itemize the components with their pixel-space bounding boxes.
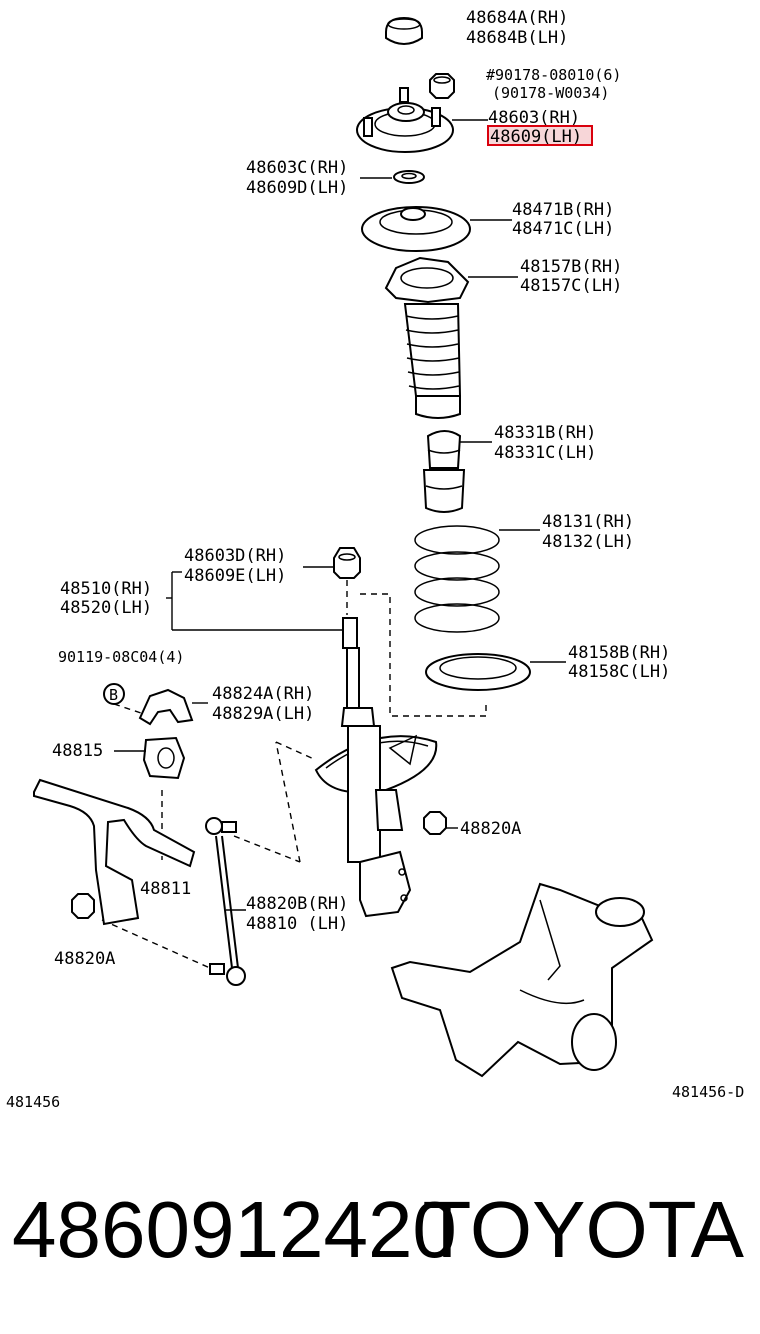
bolt-b-marker[interactable]: B [103, 683, 125, 705]
shock-absorber-part[interactable] [166, 571, 438, 918]
label-48829a: 48829A(LH) [212, 704, 314, 724]
bound-bumper-part[interactable] [422, 430, 492, 513]
label-48471b: 48471B(RH) [512, 200, 614, 220]
label-90178-08010: #90178-08010(6) [486, 66, 621, 84]
label-48820a-right: 48820A [460, 819, 521, 839]
label-48331b: 48331B(RH) [494, 423, 596, 443]
dust-cap-part[interactable] [385, 16, 423, 45]
label-48131: 48131(RH) [542, 512, 634, 532]
label-48158b: 48158B(RH) [568, 643, 670, 663]
label-48609e: 48609E(LH) [184, 566, 286, 586]
label-90119: 90119-08C04(4) [58, 648, 184, 666]
support-seat-part[interactable] [360, 170, 425, 184]
mount-nut-part[interactable] [429, 73, 455, 99]
label-48471c: 48471C(LH) [512, 219, 614, 239]
bumper-boot-part[interactable] [384, 256, 518, 419]
exploded-parts-diagram: B 48684A(RH) 48684B(LH) #90178-08010(6) … [6, 8, 744, 1111]
stabilizer-bracket-part[interactable] [138, 688, 208, 726]
label-48157c: 48157C(LH) [520, 276, 622, 296]
label-90178-w0034: (90178-W0034) [492, 84, 609, 102]
bolt-b-label: B [109, 686, 118, 704]
stabilizer-bar-part[interactable] [33, 778, 196, 926]
label-48820b: 48820B(RH) [246, 894, 348, 914]
label-48603: 48603(RH) [488, 108, 580, 128]
highlight-48609-box[interactable]: 48609(LH) [487, 125, 593, 147]
label-48609: 48609(LH) [490, 127, 582, 147]
label-48510: 48510(RH) [60, 579, 152, 599]
stabilizer-link-part[interactable] [205, 817, 246, 986]
figure-id-left: 481456 [6, 1093, 60, 1111]
stabilizer-bushing-part[interactable] [114, 736, 186, 780]
spring-insulator-part[interactable] [361, 206, 512, 252]
label-48520: 48520(LH) [60, 598, 152, 618]
steering-knuckle-part[interactable] [390, 882, 654, 1078]
label-48158c: 48158C(LH) [568, 662, 670, 682]
label-48684b: 48684B(LH) [466, 28, 568, 48]
label-48810: 48810 (LH) [246, 914, 348, 934]
brand-name: TOYOTA [422, 1185, 744, 1274]
label-48609d: 48609D(LH) [246, 178, 348, 198]
lower-insulator-part[interactable] [425, 653, 566, 691]
link-nut-left-part[interactable] [71, 893, 95, 919]
figure-id-right: 481456-D [672, 1083, 744, 1101]
link-nut-right-part[interactable] [423, 811, 458, 835]
label-48603c: 48603C(RH) [246, 158, 348, 178]
label-48331c: 48331C(LH) [494, 443, 596, 463]
upper-support-part[interactable] [356, 87, 488, 153]
coil-spring-part[interactable] [414, 525, 540, 633]
strut-nut-part[interactable] [303, 547, 361, 579]
part-number: 4860912420 [12, 1185, 457, 1274]
label-48820a-left: 48820A [54, 949, 115, 969]
label-48815: 48815 [52, 741, 103, 761]
label-48157b: 48157B(RH) [520, 257, 622, 277]
label-48132: 48132(LH) [542, 532, 634, 552]
label-48824a: 48824A(RH) [212, 684, 314, 704]
label-48603d: 48603D(RH) [184, 546, 286, 566]
label-48684a: 48684A(RH) [466, 8, 568, 28]
label-48811: 48811 [140, 879, 191, 899]
part-footer: 4860912420 TOYOTA [0, 1180, 760, 1290]
